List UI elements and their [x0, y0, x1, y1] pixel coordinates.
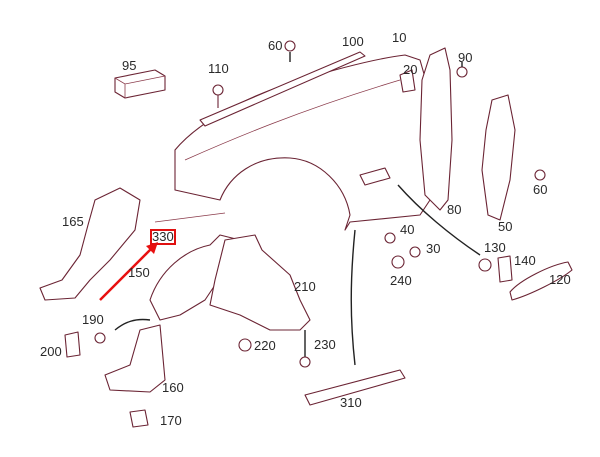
clip-part-240[interactable] — [391, 255, 405, 269]
label-150[interactable]: 150 — [128, 265, 150, 280]
highlight-box-330 — [150, 229, 176, 245]
label-95[interactable]: 95 — [122, 58, 136, 73]
bolt-part-30[interactable] — [409, 246, 421, 258]
label-200[interactable]: 200 — [40, 344, 62, 359]
liner-part-210[interactable] — [209, 234, 311, 331]
lamp-part-120[interactable] — [509, 261, 573, 301]
label-230[interactable]: 230 — [314, 337, 336, 352]
label-100[interactable]: 100 — [342, 34, 364, 49]
seal-part-330[interactable] — [154, 212, 226, 223]
bracket-part-80[interactable] — [419, 47, 453, 211]
label-30[interactable]: 30 — [426, 241, 440, 256]
strip-part-310[interactable] — [304, 369, 406, 406]
label-10[interactable]: 10 — [392, 30, 406, 45]
clip-part-110[interactable] — [212, 84, 224, 108]
label-140[interactable]: 140 — [514, 253, 536, 268]
trim-strip-part-100[interactable] — [199, 51, 366, 127]
bolt-part-60-right[interactable] — [534, 169, 546, 181]
part-140[interactable] — [497, 255, 513, 283]
label-110[interactable]: 110 — [208, 61, 229, 76]
screw-part-230[interactable] — [299, 330, 311, 368]
block-part-95[interactable] — [114, 69, 166, 99]
label-60-top[interactable]: 60 — [268, 38, 282, 53]
leader-line — [397, 184, 481, 256]
label-50[interactable]: 50 — [498, 219, 512, 234]
leader-line — [350, 229, 356, 366]
label-90[interactable]: 90 — [458, 50, 472, 65]
liner-part-165[interactable] — [39, 187, 141, 301]
label-20[interactable]: 20 — [403, 62, 417, 77]
liner-part-160[interactable] — [104, 324, 166, 393]
screw-part-220[interactable] — [238, 338, 252, 352]
bolt-part-40[interactable] — [384, 232, 396, 244]
label-210[interactable]: 210 — [294, 279, 316, 294]
label-130[interactable]: 130 — [484, 240, 506, 255]
label-160[interactable]: 160 — [162, 380, 184, 395]
liner-part-150[interactable] — [149, 234, 241, 321]
bracket-part-20[interactable] — [399, 69, 416, 93]
clip-part-170[interactable] — [129, 409, 149, 428]
label-310[interactable]: 310 — [340, 395, 362, 410]
bolt-part-60-top[interactable] — [284, 40, 296, 62]
bolt-part-90[interactable] — [456, 62, 468, 78]
label-40[interactable]: 40 — [400, 222, 414, 237]
clip-part-200[interactable] — [64, 331, 81, 358]
panel-part-50[interactable] — [481, 94, 516, 221]
label-80[interactable]: 80 — [447, 202, 461, 217]
label-60-right[interactable]: 60 — [533, 182, 547, 197]
label-190[interactable]: 190 — [82, 312, 104, 327]
label-220[interactable]: 220 — [254, 338, 276, 353]
leader-line — [114, 318, 151, 331]
label-330[interactable]: 330 — [152, 229, 174, 244]
screw-part-190[interactable] — [94, 332, 106, 344]
label-170[interactable]: 170 — [160, 413, 182, 428]
label-240[interactable]: 240 — [390, 273, 412, 288]
connector-part-130[interactable] — [478, 258, 492, 272]
label-120[interactable]: 120 — [549, 272, 571, 287]
label-165[interactable]: 165 — [62, 214, 84, 229]
